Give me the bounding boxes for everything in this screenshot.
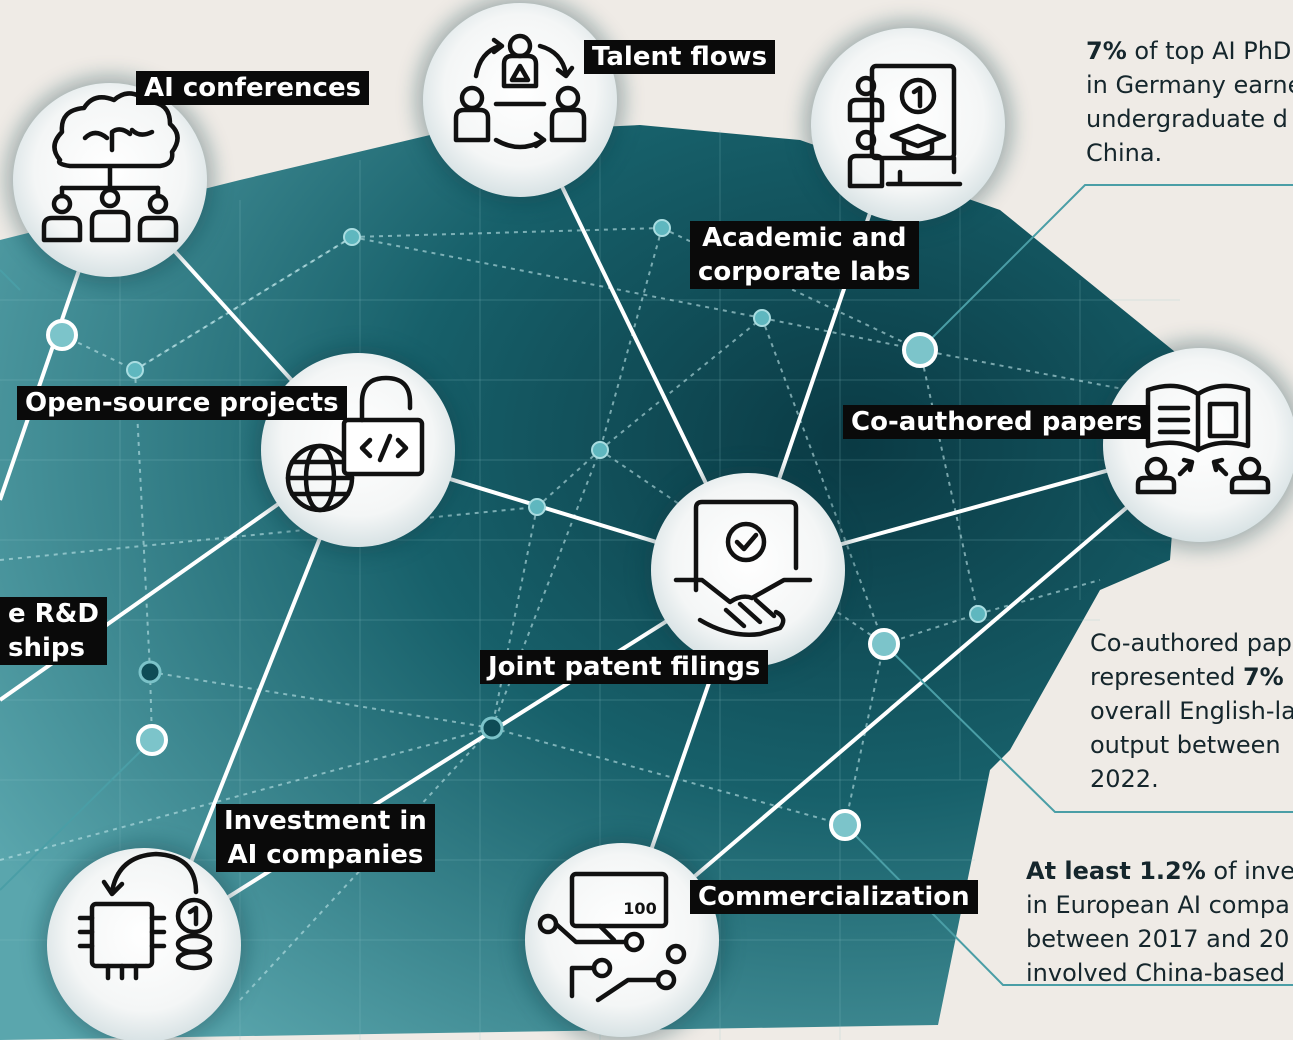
annotation-phd-text1: of top AI PhD: [1126, 37, 1292, 65]
label-investment-ai-companies: Investment in AI companies: [216, 804, 435, 872]
annotation-phd-line4: China.: [1086, 139, 1163, 167]
label-labs-line1: Academic and: [702, 223, 907, 253]
label-invest-line2: AI companies: [227, 840, 424, 870]
handshake-document-icon: [673, 499, 813, 637]
label-rd-line1: e R&D: [8, 599, 99, 629]
annotation-phd-line3: undergraduate d: [1086, 105, 1288, 133]
dashed-connections: [0, 227, 1181, 1001]
annotation-coauth-line3: overall English-la: [1090, 697, 1293, 725]
annotation-coauth-line5: 2022.: [1090, 765, 1159, 793]
label-academic-corporate-labs: Academic and corporate labs: [690, 221, 919, 289]
circuit-screen-icon: [537, 871, 687, 1003]
network-open-dots: [138, 660, 504, 740]
talent-flows-icon: [453, 33, 587, 150]
annotation-phd-line2: in Germany earne: [1086, 71, 1293, 99]
annotation-coauth-line4: output between: [1090, 731, 1281, 759]
annotation-coauthored: Co-authored pap represented 7% overall E…: [1090, 626, 1293, 796]
label-invest-line1: Investment in: [224, 806, 427, 836]
label-joint-patent-filings: Joint patent filings: [480, 650, 769, 684]
node-labs: [804, 21, 1012, 229]
label-labs-line2: corporate labs: [698, 257, 911, 287]
label-co-authored-papers: Co-authored papers: [843, 405, 1151, 439]
annotation-phd-line1: 7% of top AI PhD: [1086, 34, 1293, 68]
annotation-investment: At least 1.2% of inve in European AI com…: [1026, 854, 1293, 990]
annotation-invest-line4: involved China-based: [1026, 959, 1285, 987]
network-ring-dots: [46, 319, 938, 841]
annotation-phd: 7% of top AI PhD in Germany earne underg…: [1086, 34, 1293, 170]
annotation-invest-line2: in European AI compa: [1026, 891, 1290, 919]
annotation-coauth-highlight: 7%: [1242, 663, 1284, 691]
annotation-coauth-line1: Co-authored pap: [1090, 629, 1292, 657]
annotation-phd-highlight: 7%: [1086, 37, 1127, 65]
label-commercialization: Commercialization: [690, 880, 978, 914]
label-ai-conferences: AI conferences: [136, 71, 370, 105]
annotation-invest-line3: between 2017 and 20: [1026, 925, 1290, 953]
label-open-source-projects: Open-source projects: [17, 386, 347, 420]
annotation-coauth-text2: represented: [1090, 663, 1243, 691]
lab-education-icon: [847, 63, 963, 189]
network-dots: [126, 219, 987, 623]
chip-coins-icon: [77, 851, 213, 981]
annotation-invest-text1: of inve: [1205, 857, 1293, 885]
circuit-screen-value: 100: [623, 899, 656, 918]
book-collaboration-icon: [1135, 383, 1271, 495]
node-patent: [644, 466, 852, 674]
label-rd-line2: ships: [8, 633, 85, 663]
annotation-invest-line1: At least 1.2% of inve: [1026, 854, 1293, 888]
annotation-coauth-line2: represented 7%: [1090, 660, 1293, 694]
label-rd-partnerships: e R&D ships: [0, 597, 107, 665]
label-talent-flows: Talent flows: [584, 40, 776, 74]
annotation-leaders: [0, 184, 1293, 986]
annotation-invest-highlight: At least 1.2%: [1026, 857, 1206, 885]
open-source-globe-code-icon: [285, 375, 425, 513]
node-comm: [518, 836, 726, 1040]
